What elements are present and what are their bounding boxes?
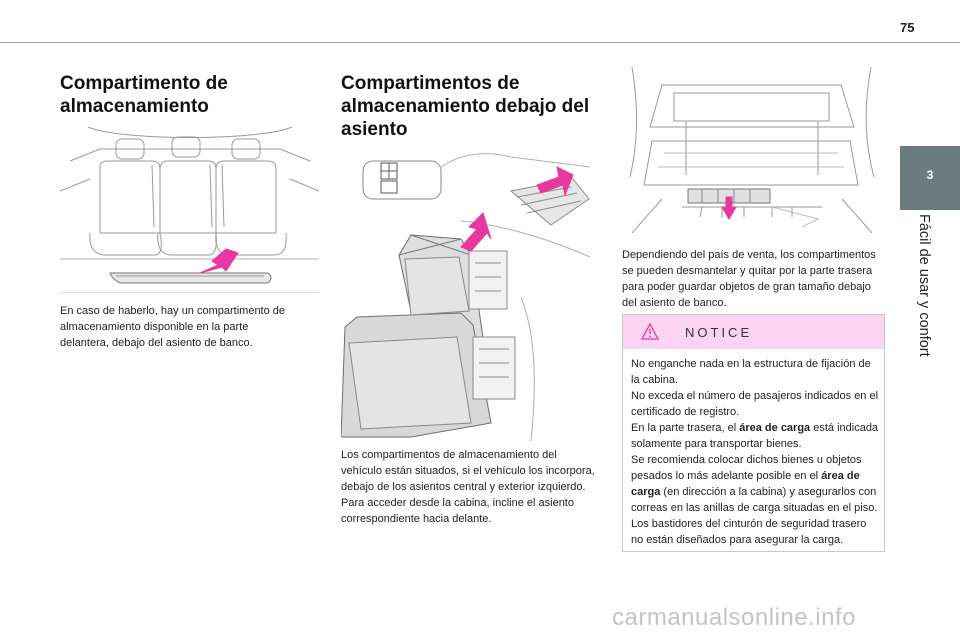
chapter-tab: 3 xyxy=(900,146,960,210)
chapter-number: 3 xyxy=(926,168,934,182)
storage-description: En caso de haberlo, hay un compartimento… xyxy=(60,305,286,349)
notice-header: NOTICE xyxy=(623,315,884,349)
under-seat-access: Para acceder desde la cabina, incline el… xyxy=(341,497,574,525)
text-fragment: En la parte trasera, el xyxy=(631,422,740,434)
warning-icon xyxy=(641,323,659,340)
text-fragment: Se recomienda colocar dichos bienes u ob… xyxy=(631,454,862,482)
notice-body: No enganche nada en la estructura de fij… xyxy=(631,356,881,548)
section-title-storage: Compartimento de almacenamiento xyxy=(60,73,228,117)
removal-description: Dependiendo del país de venta, los compa… xyxy=(622,249,876,309)
watermark: carmanualsonline.info xyxy=(612,604,856,631)
header-rule xyxy=(0,42,960,43)
page-number: 75 xyxy=(900,20,915,35)
notice-line-seatbelt: Los bastidores del cinturón de seguridad… xyxy=(631,518,867,546)
notice-label: NOTICE xyxy=(685,325,753,340)
notice-line-passengers: No exceda el número de pasajeros indicad… xyxy=(631,390,879,418)
under-seat-description: Los compartimentos de almacenamiento del… xyxy=(341,447,600,527)
rear-view-illustration xyxy=(622,66,881,234)
notice-line-heavy-loads: Se recomienda colocar dichos bienes u ob… xyxy=(631,452,881,516)
notice-box: NOTICE No enganche nada en la estructura… xyxy=(622,314,885,552)
bench-seat-illustration xyxy=(59,121,320,294)
under-seat-compartment-illustration xyxy=(340,147,591,442)
notice-line-cargo-area: En la parte trasera, el área de carga es… xyxy=(631,420,881,452)
notice-line-fixing: No enganche nada en la estructura de fij… xyxy=(631,358,871,386)
under-seat-location: Los compartimentos de almacenamiento del… xyxy=(341,449,595,493)
section-title-under-seat: Compartimentos de almacenamiento debajo … xyxy=(341,73,590,140)
chapter-title: Fácil de usar y confort xyxy=(916,214,932,357)
bold-term: área de carga xyxy=(739,422,811,434)
text-fragment: (en dirección a la cabina) y asegurarlos… xyxy=(631,486,878,514)
text-fragment: está indicada solamente para transportar… xyxy=(631,422,879,450)
bold-term: área de carga xyxy=(631,470,860,498)
